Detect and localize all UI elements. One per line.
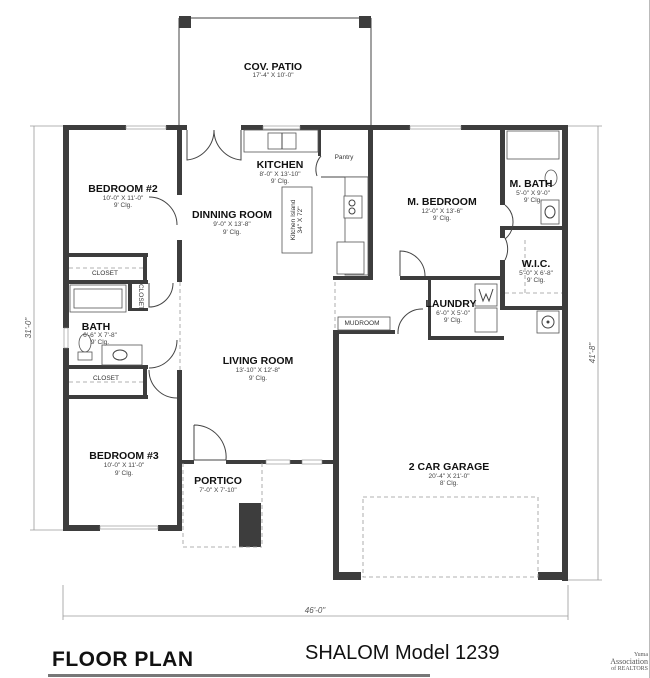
svg-text:5'-0" X 9'-0": 5'-0" X 9'-0" — [516, 190, 551, 197]
realtors-logo: Yuma Association of REALTORS — [610, 652, 648, 672]
svg-text:9'-0" X 13'-8": 9'-0" X 13'-8" — [213, 221, 251, 228]
room-labels: COV. PATIO 17'-4" X 10'-0" BEDROOM #2 10… — [82, 61, 554, 494]
left-depth-dimension: 31'-0" — [24, 317, 33, 339]
bedroom2-label: BEDROOM #2 — [88, 183, 158, 195]
living-room-label: LIVING ROOM — [223, 355, 294, 367]
island-label-2: 34" X 72" — [297, 206, 304, 234]
refrigerator-icon — [336, 241, 365, 275]
closet-label-side: CLOSET — [137, 284, 144, 310]
svg-text:9' Clg.: 9' Clg. — [444, 317, 462, 324]
master-tub-icon — [506, 130, 560, 160]
fixtures — [69, 129, 562, 578]
kitchen-label: KITCHEN — [257, 159, 304, 171]
pantry-label: Pantry — [335, 154, 355, 161]
master-bedroom-label: M. BEDROOM — [407, 196, 477, 208]
dryer-icon — [474, 307, 498, 333]
svg-text:5'-0" X 6'-8": 5'-0" X 6'-8" — [519, 270, 554, 277]
windows — [63, 125, 462, 530]
svg-text:20'-4" X 21'-0": 20'-4" X 21'-0" — [428, 473, 470, 480]
svg-text:9' Clg.: 9' Clg. — [114, 202, 132, 209]
svg-text:17'-4" X 10'-0": 17'-4" X 10'-0" — [252, 72, 294, 79]
svg-text:6'-6" X 7'-8": 6'-6" X 7'-8" — [83, 332, 118, 339]
svg-text:8' Clg.: 8' Clg. — [440, 480, 458, 487]
svg-text:13'-10" X 12'-8": 13'-10" X 12'-8" — [236, 367, 281, 374]
garage-label: 2 CAR GARAGE — [409, 461, 490, 473]
svg-text:9' Clg.: 9' Clg. — [249, 375, 267, 382]
bath-label: BATH — [82, 321, 110, 333]
island-label-1: Kitchen Island — [290, 199, 297, 240]
svg-text:9' Clg.: 9' Clg. — [91, 339, 109, 346]
svg-text:9' Clg.: 9' Clg. — [527, 277, 545, 284]
svg-text:9' Clg.: 9' Clg. — [115, 470, 133, 477]
kitchen-island — [281, 186, 313, 254]
dimension-lines: 31'-0" 41'-8" 46'-0" — [24, 125, 602, 620]
patio-label: COV. PATIO — [244, 61, 302, 73]
svg-text:12'-0" X 13'-6": 12'-0" X 13'-6" — [421, 208, 463, 215]
title-underline — [48, 674, 430, 677]
portico-label: PORTICO — [194, 475, 242, 487]
doors — [148, 129, 514, 461]
wic-label: W.I.C. — [522, 258, 551, 270]
master-bath-label: M. BATH — [510, 178, 553, 190]
plan-title: FLOOR PLAN — [52, 648, 194, 671]
svg-text:7'-0" X 7'-10": 7'-0" X 7'-10" — [199, 487, 237, 494]
master-toilet-icon — [544, 169, 558, 187]
right-depth-dimension: 41'-8" — [588, 342, 597, 364]
covered-patio — [178, 16, 372, 126]
exterior-walls — [63, 125, 568, 581]
svg-text:9' Clg.: 9' Clg. — [524, 197, 542, 204]
vanity-sink-icon — [101, 344, 143, 366]
interior-walls — [63, 125, 562, 547]
mudroom-label: MUDROOM — [344, 320, 379, 327]
range-icon — [343, 195, 363, 219]
svg-text:8'-0" X 13'-10": 8'-0" X 13'-10" — [259, 171, 301, 178]
model-name: SHALOM Model 1239 — [305, 642, 500, 664]
closet-label-top: CLOSET — [92, 270, 118, 277]
closet-label-bottom: CLOSET — [93, 375, 119, 382]
svg-text:9' Clg.: 9' Clg. — [271, 178, 289, 185]
width-dimension: 46'-0" — [305, 606, 327, 615]
bedroom3-label: BEDROOM #3 — [89, 450, 159, 462]
svg-text:10'-0" X 11'-0": 10'-0" X 11'-0" — [104, 462, 145, 469]
svg-text:6'-0" X 5'-0": 6'-0" X 5'-0" — [436, 310, 471, 317]
dining-label: DINNING ROOM — [192, 209, 272, 221]
laundry-label: LAUNDRY — [426, 298, 477, 310]
svg-text:9' Clg.: 9' Clg. — [223, 229, 241, 236]
master-sink-icon — [540, 199, 560, 225]
svg-text:9' Clg.: 9' Clg. — [433, 215, 451, 222]
svg-text:10'-0" X 11'-0": 10'-0" X 11'-0" — [103, 195, 144, 202]
garage-door — [362, 496, 539, 578]
